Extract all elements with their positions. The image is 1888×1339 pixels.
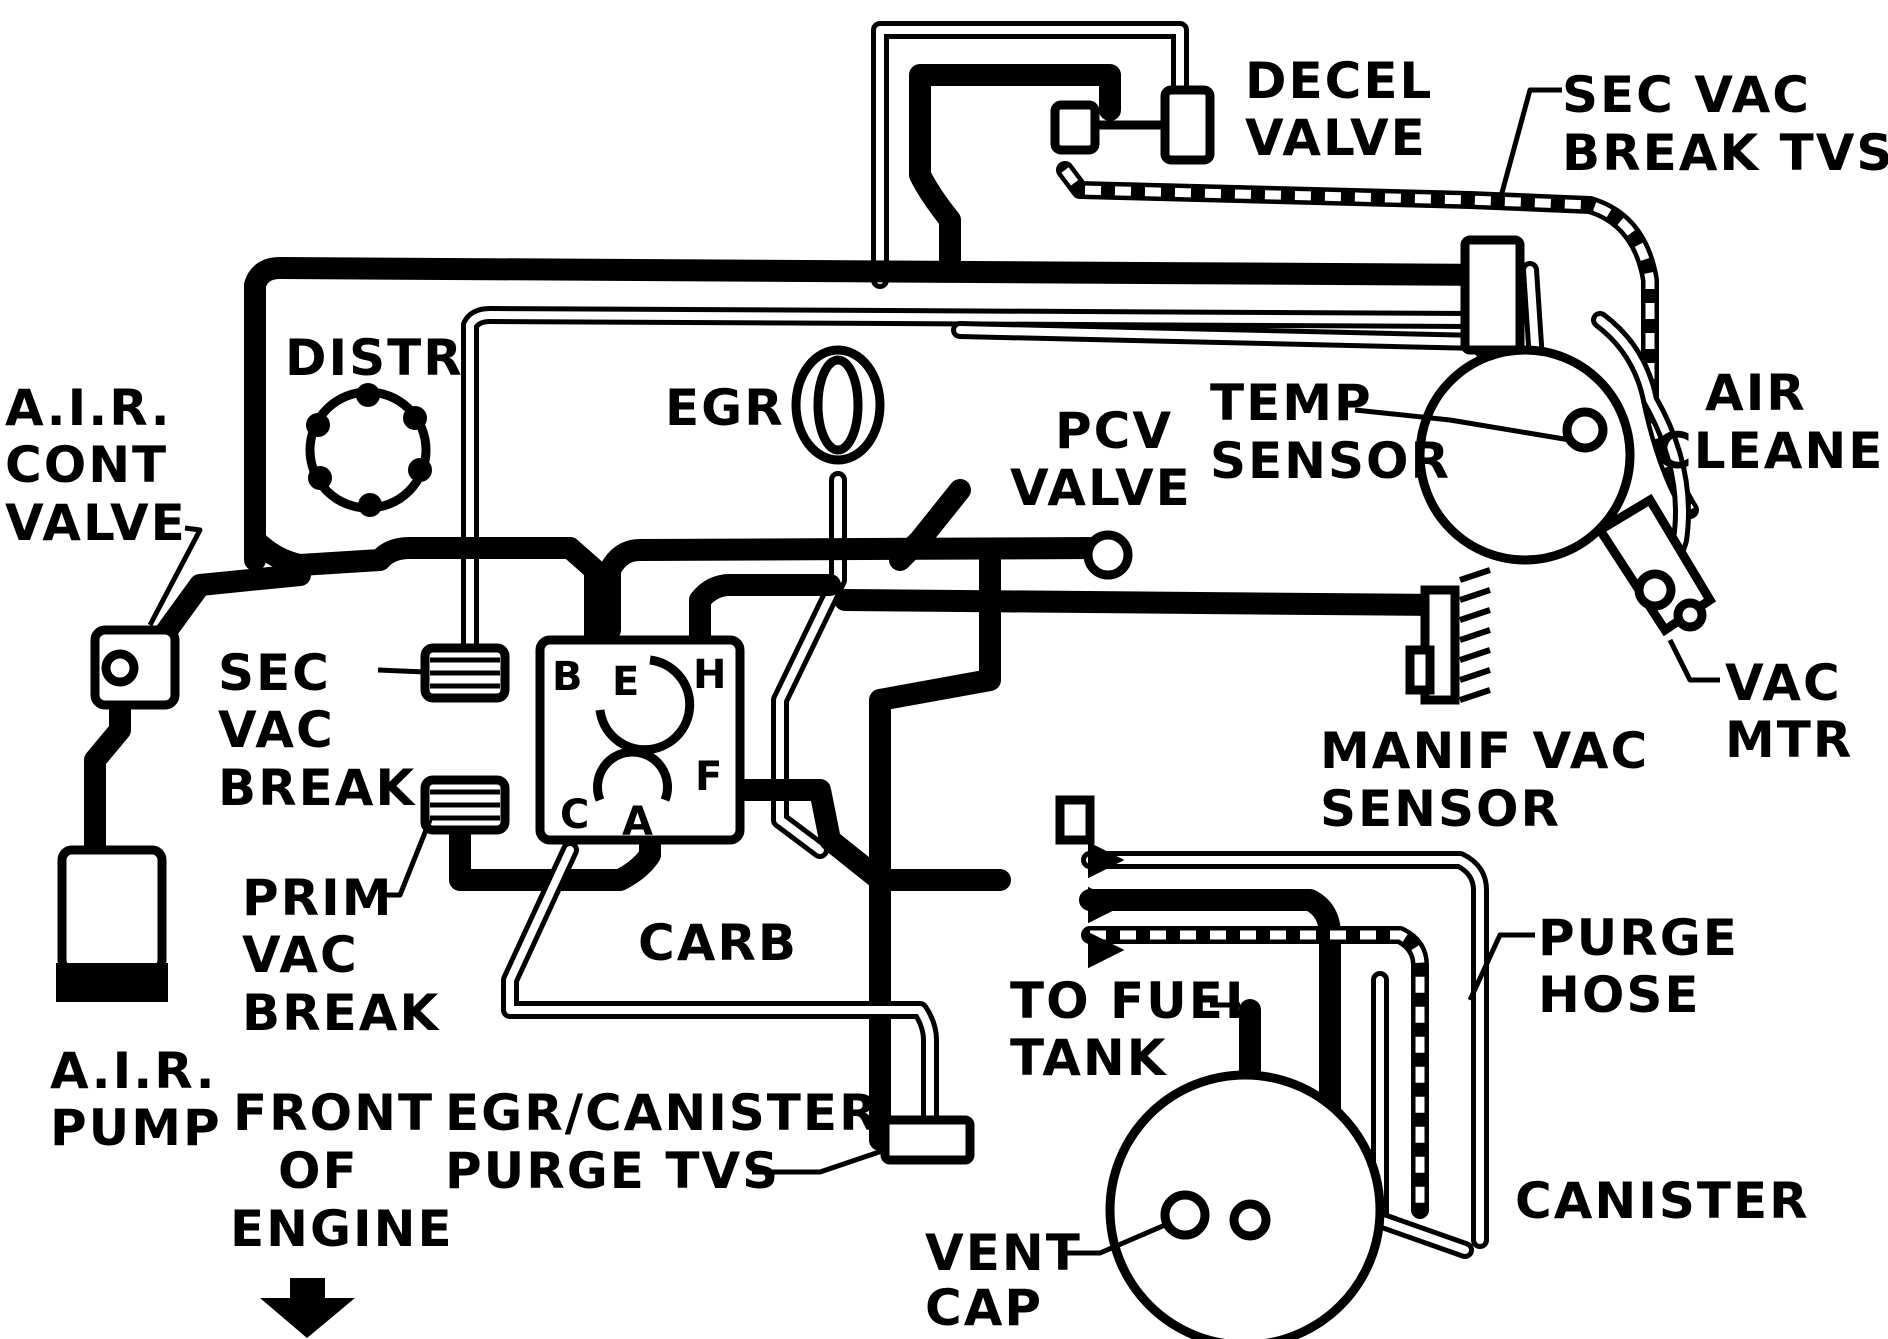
purge-hose-label: PURGE HOSE xyxy=(1538,909,1758,1024)
distr-label: DISTR xyxy=(285,329,464,387)
prim-vac-break-hose xyxy=(449,809,661,891)
vac-mtr-label: VAC MTR xyxy=(1725,654,1861,769)
sec-vac-break xyxy=(420,643,510,703)
air-cleaner-label: AIR CLEANER xyxy=(1655,364,1888,480)
carb-port-c: C xyxy=(560,792,589,838)
carb-vertical-hose xyxy=(869,549,1001,1151)
prim-vac-break xyxy=(420,775,510,835)
carb-label: CARB xyxy=(638,914,798,972)
pcv-hose xyxy=(599,537,1111,641)
components xyxy=(56,85,1717,1339)
air-cont-valve-label: A.I.R. CONT VALVE xyxy=(5,379,191,552)
air-pump-hose xyxy=(84,679,131,861)
carb-a-arc xyxy=(593,747,672,802)
carb-port-h: H xyxy=(693,652,726,698)
egr-canister-purge-tvs xyxy=(880,1115,975,1165)
canister-port xyxy=(1229,1199,1271,1241)
prim-vac-break-label: PRIM VAC BREAK xyxy=(242,869,440,1042)
hoses xyxy=(84,21,1699,1259)
air-pump xyxy=(57,845,167,975)
labels: DECEL VALVE SEC VAC BREAK TVS DISTR EGR … xyxy=(5,52,1888,1337)
manif-vac-sensor-hose xyxy=(834,589,1451,616)
temp-sensor-label: TEMP SENSOR xyxy=(1210,374,1451,490)
manif-vac-sensor-base xyxy=(1405,645,1435,695)
carb-port-b: B xyxy=(552,654,583,700)
vent-cap-label: VENT CAP xyxy=(925,1224,1101,1337)
air-cont-valve-port xyxy=(101,649,139,687)
leader-lines xyxy=(147,87,1720,1256)
manif-vac-sensor-mount xyxy=(1459,567,1491,703)
vac-mtr xyxy=(1634,569,1676,611)
egr-to-sensor xyxy=(689,574,841,661)
air-pump-label: A.I.R. PUMP xyxy=(50,1042,236,1157)
sec-vac-break-label: SEC VAC BREAK xyxy=(218,644,416,817)
distributor-terminals xyxy=(306,383,432,517)
vac-mtr-port xyxy=(1673,598,1707,632)
decel-valve-left xyxy=(1050,100,1100,155)
egr-label: EGR xyxy=(665,379,785,437)
egr-canister-purge-tvs-label: EGR/CANISTER PURGE TVS xyxy=(445,1084,899,1200)
pcv-valve xyxy=(1083,530,1133,580)
air-cleaner xyxy=(1415,345,1635,565)
pcv-valve-label: PCV VALVE xyxy=(1010,402,1192,517)
air-pump-base xyxy=(56,963,168,1002)
sec-vac-break-tvs-label: SEC VAC BREAK TVS xyxy=(1562,66,1888,182)
front-of-engine-label: FRONT OF ENGINE xyxy=(230,1084,454,1258)
decel-valve-label: DECEL VALVE xyxy=(1245,52,1453,167)
temp-sensor xyxy=(1562,407,1608,453)
vent-cap xyxy=(1160,1190,1210,1240)
carb-f-hose xyxy=(729,779,1011,891)
canister-label: CANISTER xyxy=(1515,1172,1810,1230)
egr-tvs-hose xyxy=(889,479,971,571)
decel-valve-body xyxy=(1160,85,1215,165)
carb-port-e: E xyxy=(612,659,639,705)
front-of-engine-arrow-icon xyxy=(260,1278,355,1338)
to-fuel-tank-label: TO FUEL TANK xyxy=(1010,972,1278,1087)
distributor-hose xyxy=(244,529,606,651)
carb-port-a: A xyxy=(622,799,653,845)
manifold-vacuum-line xyxy=(244,257,1511,571)
sec-vac-break-tvs xyxy=(1460,235,1525,355)
carb-e-arc xyxy=(595,655,695,755)
decel-valve-hose-2 xyxy=(909,64,1121,281)
egr-valve-inner xyxy=(813,355,863,455)
vacuum-tees xyxy=(1055,795,1125,969)
carb-port-f: F xyxy=(695,754,722,800)
manif-vac-sensor-label: MANIF VAC SENSOR xyxy=(1320,722,1669,838)
